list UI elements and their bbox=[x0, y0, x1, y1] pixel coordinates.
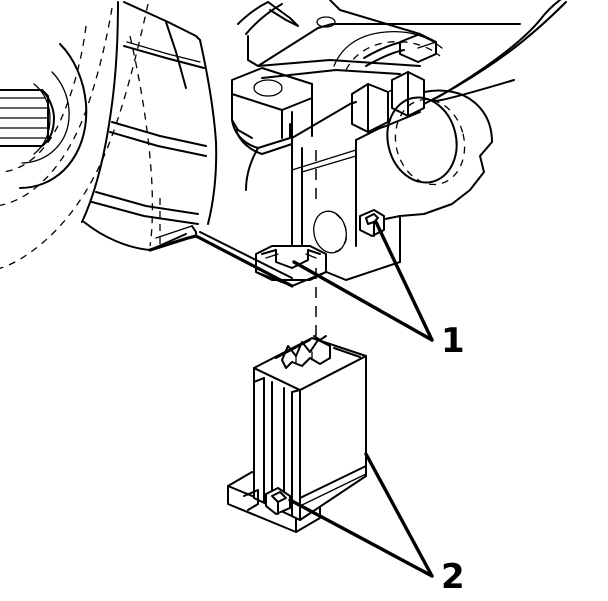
housing-boss-gap bbox=[387, 89, 393, 93]
bracket-left-wall bbox=[231, 93, 253, 139]
housing-socket-mouth bbox=[261, 249, 321, 269]
connector-latch-tab-face bbox=[271, 491, 287, 503]
motor-barrel-top-edge bbox=[123, 1, 201, 41]
housing-top-step-2 bbox=[385, 111, 421, 127]
motor-rib-1 bbox=[165, 21, 187, 89]
motor-flange-riser bbox=[191, 225, 197, 237]
callout-1-leader-b bbox=[292, 260, 434, 342]
rail-curve-left-2 bbox=[245, 3, 283, 35]
motor-barrel-hidden-seam bbox=[129, 35, 154, 247]
rail-inner-edge bbox=[247, 35, 259, 67]
mounting-bracket bbox=[231, 67, 313, 191]
connector-body-bottom-bevel-2 bbox=[299, 473, 367, 507]
upper-cross-rail bbox=[237, 0, 521, 79]
wire-lead-path bbox=[431, 0, 561, 103]
motor-flange-top-edge bbox=[149, 233, 187, 251]
rail-right-top bbox=[329, 0, 421, 35]
rail-hole bbox=[316, 16, 336, 28]
housing-front-seam bbox=[301, 155, 357, 173]
motor-barrel-right-profile bbox=[199, 39, 218, 225]
connector-top-face bbox=[253, 337, 367, 391]
callout-1-leader-a bbox=[374, 220, 434, 342]
connector-top-rim-left bbox=[275, 339, 311, 359]
rail-top-edge bbox=[257, 23, 521, 67]
motor-rib-band-1 bbox=[123, 45, 205, 69]
rail-barb bbox=[267, 1, 299, 27]
housing-socket-inner-2 bbox=[305, 253, 317, 259]
housing-front-seam-2 bbox=[291, 149, 357, 171]
bracket-lower-edge bbox=[235, 129, 293, 155]
connector-base-slot bbox=[243, 489, 259, 511]
housing-large-bore-hidden bbox=[394, 98, 466, 186]
bracket-boss-hole bbox=[253, 79, 283, 97]
motor-rib-band-3 bbox=[95, 191, 199, 215]
terminal-post-stem bbox=[363, 41, 403, 59]
electrical-connector-plug bbox=[227, 335, 367, 533]
terminal-post-cap bbox=[417, 41, 437, 49]
connector-inner-wall-2 bbox=[291, 389, 301, 393]
housing-small-port-hidden bbox=[331, 213, 348, 253]
housing-large-bore bbox=[386, 96, 458, 184]
connector-top-notch bbox=[313, 335, 327, 341]
motor-barrel-seam-upper bbox=[126, 41, 201, 63]
wire-lead bbox=[423, 0, 567, 105]
callout-2-leader-b bbox=[288, 498, 434, 578]
connector-body-bottom-bevel bbox=[299, 465, 367, 499]
bracket-to-housing-tie bbox=[245, 147, 259, 191]
motor-rib-band-2b bbox=[109, 131, 207, 157]
motor-body-outline bbox=[81, 1, 119, 223]
motor-flange-inner bbox=[155, 225, 193, 239]
motor-rib-band-2 bbox=[111, 121, 207, 147]
housing-boss-left bbox=[351, 83, 389, 133]
rail-face bbox=[261, 69, 401, 79]
motor-flange-front-edge bbox=[148, 234, 198, 252]
wire-lead-main bbox=[423, 1, 567, 105]
connector-top-rim-right bbox=[333, 347, 361, 358]
housing-socket-inner bbox=[265, 253, 279, 259]
callout-2-leader-a bbox=[364, 452, 434, 578]
housing-bottom-long-edge-2 bbox=[199, 231, 293, 279]
motor-rib-band-3b bbox=[91, 201, 199, 225]
housing-outer-profile bbox=[399, 89, 493, 217]
connector-top-keyway bbox=[281, 339, 331, 369]
motor-face-ring-third bbox=[0, 25, 87, 173]
connector-inner-wall bbox=[253, 377, 265, 383]
housing-arc-rib-inner bbox=[345, 40, 441, 71]
callout-1-label: 1 bbox=[441, 321, 465, 361]
motor-face-ring-second bbox=[0, 7, 113, 207]
motor-hub-inner-arc bbox=[21, 71, 70, 164]
rail-lower-edge bbox=[257, 59, 421, 67]
housing-bottom-long-edge bbox=[194, 234, 294, 288]
shaft-shoulder-arc bbox=[33, 83, 51, 155]
housing-top-ledge bbox=[355, 125, 387, 141]
housing-retaining-tab-notch bbox=[365, 213, 379, 225]
callout-1-group: 1 bbox=[292, 220, 465, 361]
motor-lower-flange-edge bbox=[83, 221, 151, 251]
callout-2-group: 2 bbox=[288, 452, 465, 597]
shaft-end-face bbox=[41, 89, 55, 147]
motor-housing-with-shaft bbox=[0, 1, 218, 269]
rail-curve-left bbox=[237, 1, 269, 25]
motor-hub-outer-arc bbox=[19, 43, 88, 189]
terminal-post-stem-2 bbox=[365, 49, 405, 67]
housing-top-face-front bbox=[291, 101, 357, 139]
terminal-post bbox=[363, 33, 437, 67]
callout-2-label: 2 bbox=[441, 557, 465, 597]
housing-arc-rib-outer bbox=[333, 30, 443, 67]
